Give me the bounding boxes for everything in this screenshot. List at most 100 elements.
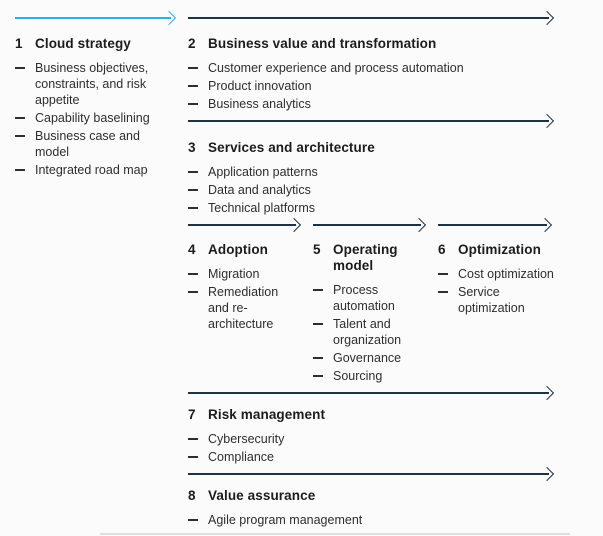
list-item-label: Cost optimization xyxy=(458,267,554,281)
section-items: Customer experience and process automati… xyxy=(188,60,553,112)
list-item-label: Service optimization xyxy=(458,285,525,315)
dash-bullet-icon xyxy=(15,162,35,178)
dash-bullet-icon xyxy=(188,200,208,216)
list-item-label: Governance xyxy=(333,351,402,365)
section-heading: 5 Operating model xyxy=(313,242,426,274)
section-number: 5 xyxy=(313,242,321,257)
dash-bullet-icon xyxy=(188,449,208,465)
dash-bullet-icon xyxy=(313,350,333,366)
list-item-label: Integrated road map xyxy=(35,163,148,177)
arrow-head-icon xyxy=(286,218,302,233)
arrow-shaft xyxy=(188,473,549,475)
arrow-shaft xyxy=(313,224,421,226)
list-item-label: Compliance xyxy=(208,450,275,464)
section-adoption: 4 Adoption Migration Remediation and re-… xyxy=(188,242,296,334)
arrow-head-icon xyxy=(539,467,555,482)
section-items: Business objectives, constraints, and ri… xyxy=(15,60,173,178)
section-heading: 4 Adoption xyxy=(188,242,296,258)
arrow-head-icon xyxy=(161,11,177,26)
list-item: Cybersecurity xyxy=(188,431,553,447)
section-items: Process automation Talent and organizati… xyxy=(313,282,426,384)
dash-bullet-icon xyxy=(188,96,208,112)
section-number: 6 xyxy=(438,242,446,257)
list-item-label: Application patterns xyxy=(208,165,318,179)
list-item: Business objectives, constraints, and ri… xyxy=(15,60,173,108)
flow-arrow-phase-5-icon xyxy=(313,218,427,233)
arrow-shaft xyxy=(188,17,549,19)
section-title: Services and architecture xyxy=(208,140,375,155)
section-items: Application patterns Data and analytics … xyxy=(188,164,553,216)
arrow-shaft xyxy=(438,224,547,226)
section-items: Agile program management xyxy=(188,512,553,528)
section-number: 1 xyxy=(15,36,23,51)
dash-bullet-icon xyxy=(15,110,35,126)
section-number: 7 xyxy=(188,407,196,422)
list-item: Talent and organization xyxy=(313,316,426,348)
flow-arrow-phase-1-icon xyxy=(15,11,177,26)
flow-arrow-phase-3-icon xyxy=(188,114,555,129)
list-item-label: Remediation and re-architecture xyxy=(208,285,279,331)
list-item: Business case and model xyxy=(15,128,173,160)
section-business-value: 2 Business value and transformation Cust… xyxy=(188,36,553,114)
section-title: Cloud strategy xyxy=(35,36,131,51)
section-items: Cybersecurity Compliance xyxy=(188,431,553,465)
section-risk-management: 7 Risk management Cybersecurity Complian… xyxy=(188,407,553,467)
dash-bullet-icon xyxy=(188,78,208,94)
arrow-head-icon xyxy=(539,11,555,26)
list-item: Migration xyxy=(188,266,296,282)
list-item-label: Sourcing xyxy=(333,369,383,383)
arrow-head-icon xyxy=(539,114,555,129)
section-title: Value assurance xyxy=(208,488,316,503)
list-item: Cost optimization xyxy=(438,266,554,282)
section-heading: 6 Optimization xyxy=(438,242,554,258)
list-item-label: Agile program management xyxy=(208,513,363,527)
section-title: Business value and transformation xyxy=(208,36,437,51)
list-item-label: Customer experience and process automati… xyxy=(208,61,464,75)
dash-bullet-icon xyxy=(313,316,333,348)
flow-arrow-phase-2-icon xyxy=(188,11,555,26)
list-item: Technical platforms xyxy=(188,200,553,216)
dash-bullet-icon xyxy=(313,282,333,314)
dash-bullet-icon xyxy=(438,284,458,316)
arrow-head-icon xyxy=(537,218,553,233)
dash-bullet-icon xyxy=(188,182,208,198)
list-item-label: Talent and organization xyxy=(333,317,402,347)
section-heading: 7 Risk management xyxy=(188,407,553,423)
section-title: Operating model xyxy=(333,242,398,273)
arrow-shaft xyxy=(188,392,549,394)
dash-bullet-icon xyxy=(188,431,208,447)
arrow-head-icon xyxy=(539,386,555,401)
screenshot-bottom-edge xyxy=(100,533,570,535)
section-number: 4 xyxy=(188,242,196,257)
list-item: Governance xyxy=(313,350,426,366)
section-heading: 2 Business value and transformation xyxy=(188,36,553,52)
section-value-assurance: 8 Value assurance Agile program manageme… xyxy=(188,488,553,530)
flow-arrow-phase-7-icon xyxy=(188,386,555,401)
dash-bullet-icon xyxy=(188,164,208,180)
arrow-shaft xyxy=(188,224,296,226)
list-item: Compliance xyxy=(188,449,553,465)
list-item: Integrated road map xyxy=(15,162,173,178)
dash-bullet-icon xyxy=(188,60,208,76)
list-item: Capability baselining xyxy=(15,110,173,126)
section-number: 2 xyxy=(188,36,196,51)
list-item-label: Migration xyxy=(208,267,260,281)
section-operating-model: 5 Operating model Process automation Tal… xyxy=(313,242,426,386)
list-item-label: Capability baselining xyxy=(35,111,150,125)
list-item-label: Product innovation xyxy=(208,79,312,93)
list-item: Process automation xyxy=(313,282,426,314)
list-item-label: Process automation xyxy=(333,283,395,313)
list-item: Data and analytics xyxy=(188,182,553,198)
arrow-head-icon xyxy=(411,218,427,233)
dash-bullet-icon xyxy=(438,266,458,282)
list-item-label: Business case and model xyxy=(35,129,140,159)
section-number: 8 xyxy=(188,488,196,503)
section-heading: 3 Services and architecture xyxy=(188,140,553,156)
section-optimization: 6 Optimization Cost optimization Service… xyxy=(438,242,554,318)
list-item-label: Technical platforms xyxy=(208,201,315,215)
dash-bullet-icon xyxy=(15,128,35,160)
section-heading: 1 Cloud strategy xyxy=(15,36,173,52)
dash-bullet-icon xyxy=(188,266,208,282)
list-item-label: Business analytics xyxy=(208,97,311,111)
